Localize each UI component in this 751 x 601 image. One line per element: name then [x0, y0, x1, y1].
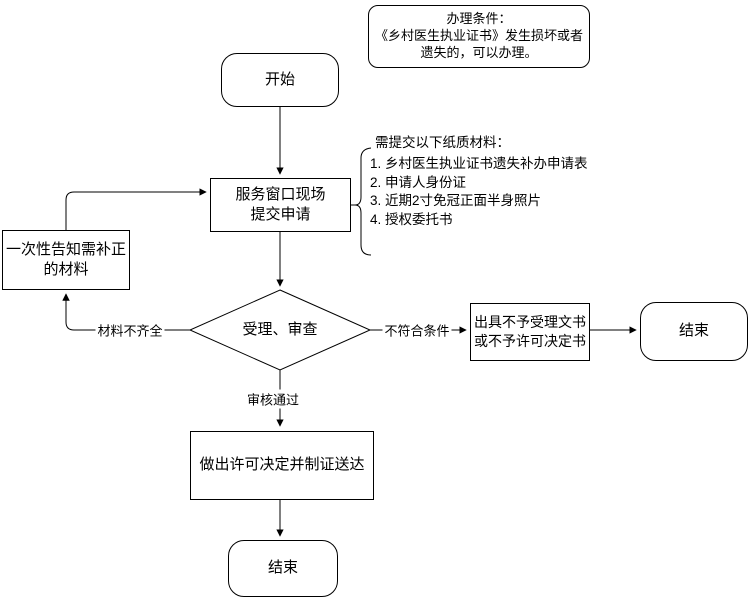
materials-item: 2. 申请人身份证	[370, 174, 467, 190]
notify-correction-node: 一次性告知需补正 的材料	[2, 230, 130, 290]
end-node-bottom: 结束	[228, 540, 338, 597]
materials-item: 3. 近期2寸免冠正面半身照片	[370, 193, 542, 208]
materials-brace	[354, 147, 372, 256]
review-diamond-label: 受理、审查	[242, 320, 318, 338]
materials-list: 1. 乡村医生执业证书遗失补办申请表 2. 申请人身份证 3. 近期2寸免冠正面…	[370, 155, 588, 229]
edge-label-not-qualified: 不符合条件	[382, 320, 452, 340]
start-node: 开始	[221, 53, 339, 107]
end-node-right: 结束	[640, 302, 748, 361]
edge-label-review-approved: 审核通过	[244, 389, 302, 409]
edge-label-materials-incomplete: 材料不齐全	[95, 320, 165, 340]
reject-document-node: 出具不予受理文书 或不予许可决定书	[470, 303, 590, 361]
materials-header: 需提交以下纸质材料：	[375, 135, 510, 150]
note-conditions-box: 办理条件： 《乡村医生执业证书》发生损坏或者 遗失的，可以办理。	[368, 5, 590, 68]
review-diamond-shape	[188, 289, 372, 371]
edge-review-to-notify	[62, 293, 190, 331]
materials-item: 4. 授权委托书	[370, 211, 453, 227]
decision-delivery-node: 做出许可决定并制证送达	[190, 431, 374, 500]
service-window-node: 服务窗口现场 提交申请	[210, 178, 351, 232]
edge-notify-to-service	[65, 188, 207, 230]
materials-item: 1. 乡村医生执业证书遗失补办申请表	[370, 156, 588, 171]
